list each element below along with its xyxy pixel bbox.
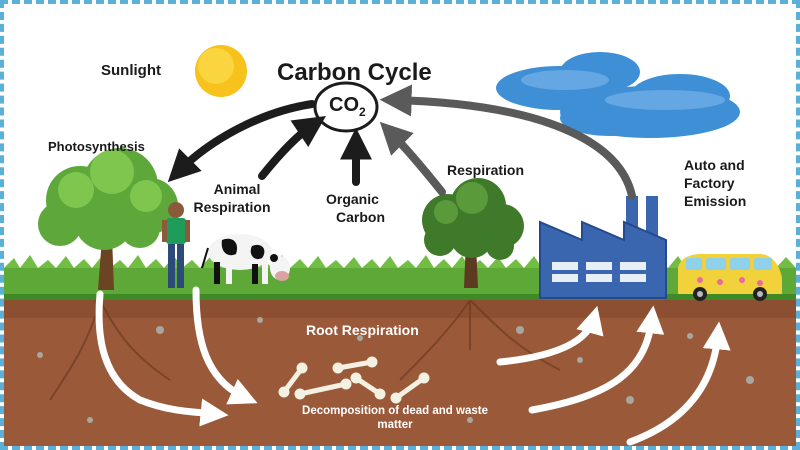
arrow-co2-to-photosynthesis bbox=[167, 100, 316, 183]
person-icon bbox=[162, 202, 190, 288]
bone-icon bbox=[278, 356, 430, 404]
factory-icon bbox=[539, 196, 667, 299]
arrow-soil-to-emission bbox=[626, 321, 731, 446]
arrow-respiration bbox=[379, 121, 446, 196]
carbon-cycle-illustration bbox=[4, 45, 796, 446]
arrow-decomposition-to-emission bbox=[528, 305, 665, 414]
arrow-tree-to-decomposition bbox=[95, 290, 229, 427]
tree-icon bbox=[38, 148, 178, 290]
cloud-icon bbox=[496, 52, 740, 138]
arrow-emission bbox=[379, 84, 636, 200]
tree-icon bbox=[422, 178, 524, 288]
root-respiration-label: Root Respiration bbox=[306, 322, 419, 338]
respiration-label: Respiration bbox=[447, 162, 525, 178]
diagram-title: Carbon Cycle bbox=[277, 59, 432, 86]
arrow-animal-respiration bbox=[258, 116, 326, 180]
arrow-animal-to-decomposition bbox=[192, 286, 258, 405]
cow-icon bbox=[201, 234, 290, 284]
sunlight-label: Sunlight bbox=[101, 62, 161, 79]
sun-icon bbox=[195, 45, 247, 97]
grass-layer bbox=[4, 255, 796, 300]
photosynthesis-label: Photosynthesis bbox=[48, 139, 145, 154]
van-icon bbox=[678, 254, 782, 301]
arrow-decomposition-to-factory bbox=[496, 305, 604, 366]
co2-label: CO2 bbox=[329, 94, 366, 119]
